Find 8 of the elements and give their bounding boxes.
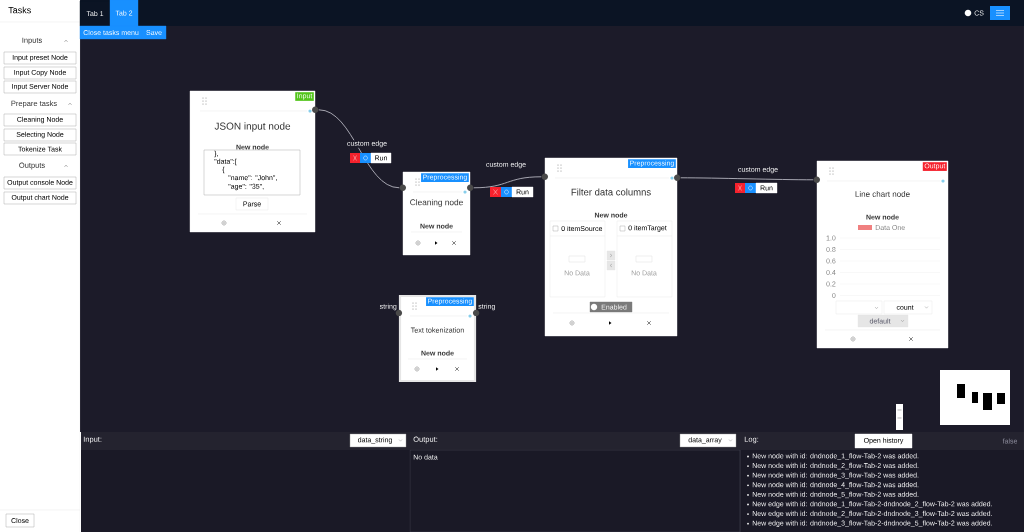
- connector: [473, 176, 542, 189]
- node-title: Filter data columns: [571, 188, 651, 196]
- connector: [680, 177, 814, 181]
- node-title: Line chart node: [855, 191, 910, 197]
- sidebar-title: Tasks: [8, 6, 31, 14]
- connector: [318, 109, 400, 189]
- node-title: JSON input node: [214, 122, 291, 132]
- node-title: Cleaning node: [410, 199, 463, 207]
